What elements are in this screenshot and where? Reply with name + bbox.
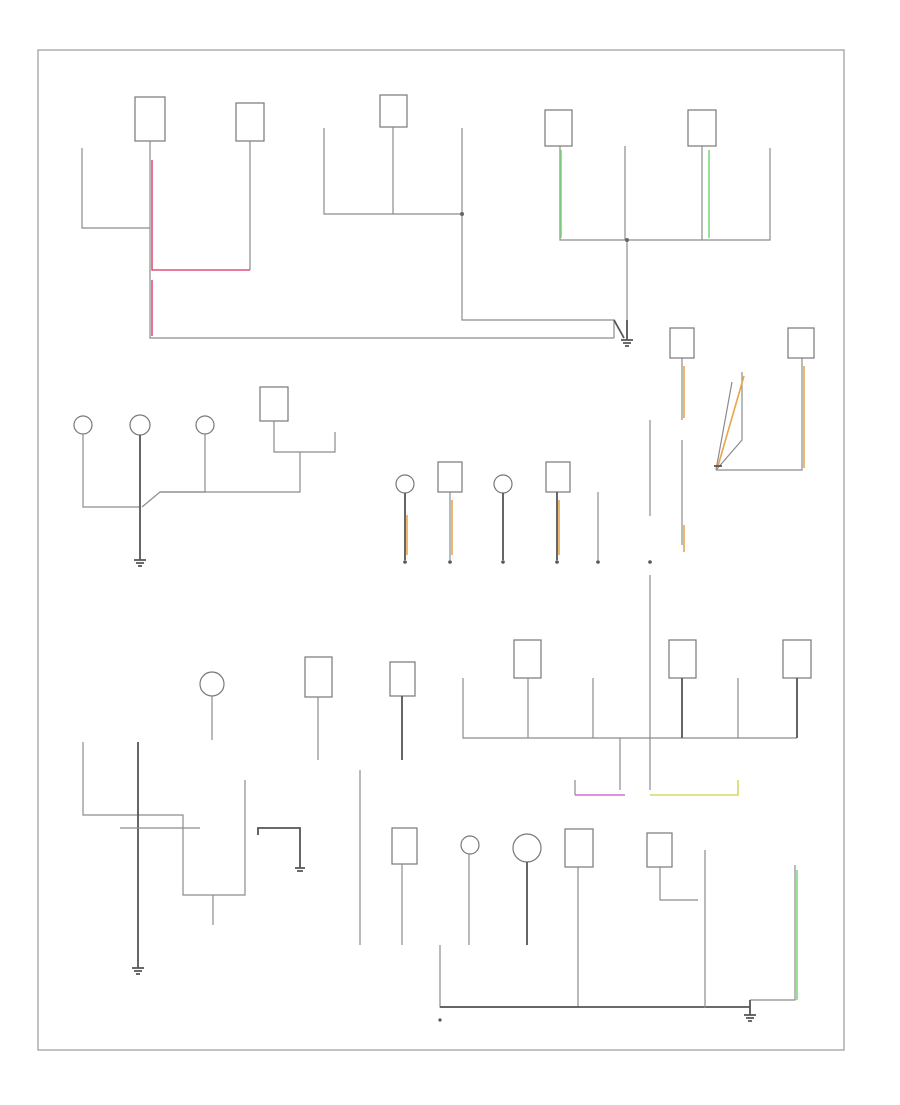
component-box <box>304 656 333 698</box>
ground-terminal-icon <box>744 1014 756 1022</box>
group-right-upper <box>649 327 815 552</box>
component-box <box>668 639 697 679</box>
component-box <box>389 661 416 697</box>
ground-terminal-icon <box>134 559 146 567</box>
lamp-component <box>73 415 93 435</box>
lamp-component <box>129 414 151 436</box>
ground-terminal-icon <box>132 967 144 975</box>
group-right-lower <box>462 639 812 796</box>
component-box <box>564 828 594 868</box>
component-box <box>513 639 542 679</box>
splice-junction-icon <box>460 212 464 216</box>
wire-yellow <box>650 780 739 796</box>
lamp-component <box>395 474 415 494</box>
lamp-component <box>460 835 480 855</box>
lamp-component <box>199 671 225 697</box>
group-bottom-left <box>82 656 416 975</box>
lamp-component <box>493 474 513 494</box>
component-box <box>787 327 815 359</box>
component-box <box>544 109 573 147</box>
group-top-middle <box>323 94 625 339</box>
component-box <box>379 94 408 128</box>
splice-junction-icon <box>625 238 629 242</box>
component-box <box>545 461 571 493</box>
ground-terminal-icon <box>295 867 305 872</box>
group-middle-center <box>395 461 652 790</box>
component-box <box>437 461 463 493</box>
component-box <box>669 327 695 359</box>
group-middle-left <box>73 386 336 567</box>
component-box <box>391 827 418 865</box>
wire-pink <box>151 160 250 271</box>
group-top-right <box>544 109 771 347</box>
component-box <box>782 639 812 679</box>
diagram-border <box>37 49 845 1051</box>
lamp-component <box>195 415 215 435</box>
wire-orange <box>717 375 745 467</box>
component-box <box>687 109 717 147</box>
group-top-left <box>81 96 614 339</box>
component-box <box>259 386 289 422</box>
ground-terminal-icon <box>621 339 633 347</box>
component-box <box>235 102 265 142</box>
component-box <box>134 96 166 142</box>
lamp-component <box>512 833 542 863</box>
component-box <box>646 832 673 868</box>
group-bottom-right <box>391 827 798 1022</box>
